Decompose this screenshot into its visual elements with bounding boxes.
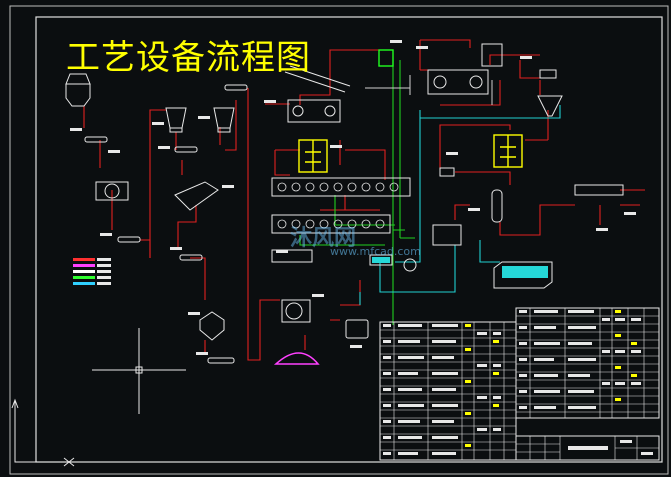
red-pipelines — [83, 39, 645, 361]
settler-water — [372, 257, 390, 263]
title-block — [515, 435, 660, 461]
cad-crosshair-cursor — [92, 328, 186, 414]
product-pile — [273, 352, 320, 365]
pool-water — [502, 266, 548, 278]
drum-row-details — [277, 182, 399, 229]
watermark-logo: 沐风网 — [290, 226, 357, 251]
inner-frame — [35, 16, 663, 463]
ucs-axis-icon — [11, 398, 75, 467]
highlighted-tanks — [298, 134, 523, 173]
equipment-tags — [70, 40, 636, 355]
green-vessel — [378, 49, 394, 67]
equipment-symbols — [65, 43, 624, 364]
pipe-color-legend — [73, 258, 111, 285]
bom-table-left — [379, 321, 517, 461]
green-pipelines — [299, 60, 415, 325]
bom-table-right — [515, 307, 660, 419]
watermark-url: www.mfcad.com — [330, 245, 421, 258]
outer-frame — [9, 5, 669, 475]
drawing-title: 工艺设备流程图 — [66, 38, 311, 78]
cyan-pipelines — [359, 105, 561, 305]
